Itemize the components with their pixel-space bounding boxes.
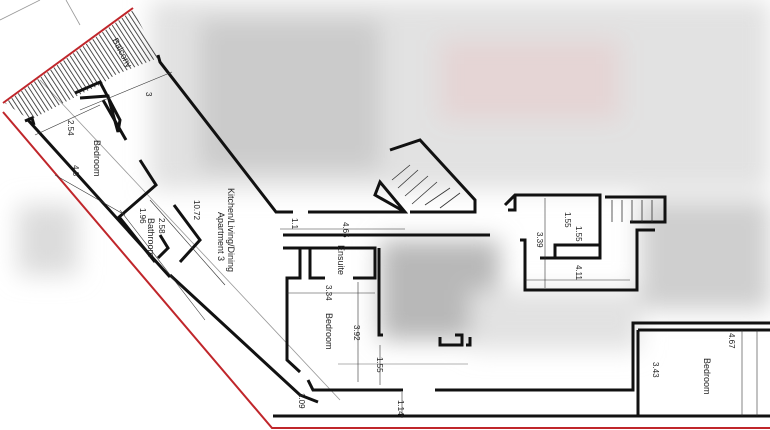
- boundary-line: [2, 111, 770, 429]
- stairs: [391, 164, 653, 222]
- dim-1-09: 1.09: [297, 393, 306, 409]
- dim-10-72: 10.72: [192, 200, 201, 221]
- dim-3-34: 3.34: [324, 285, 333, 301]
- dim-4-8: 4.8: [71, 165, 80, 177]
- room-label-kitchen: Kitchen/Living/Dining: [226, 188, 236, 272]
- dim-3-39: 3.39: [535, 232, 544, 248]
- dim-1-55-a: 1.55: [375, 357, 384, 373]
- dim-3-43: 3.43: [651, 362, 660, 378]
- room-label-bedroom-center: Bedroom: [324, 313, 334, 350]
- dim-1-55-c: 1.55: [574, 226, 583, 242]
- balcony-hatch: [5, 10, 158, 120]
- dim-2-58: 2.58: [157, 218, 166, 234]
- dim-4-67: 4.67: [727, 333, 736, 349]
- room-label-apartment: Apartment 3: [216, 212, 226, 261]
- dim-1-55-b: 1.55: [563, 212, 572, 228]
- dim-1-96: 1.96: [138, 208, 147, 224]
- dim-1-14: 1.14: [396, 400, 405, 416]
- room-label-bathroom: Bathroom: [146, 218, 156, 257]
- walls: [24, 54, 770, 418]
- room-label-ensuite: Ensuite: [336, 245, 346, 275]
- room-label-bedroom-left: Bedroom: [92, 140, 102, 177]
- dim-4-11: 4.11: [574, 265, 583, 281]
- dim-3-92: 3.92: [352, 325, 361, 341]
- dimension-lines: [34, 71, 758, 418]
- dimension-labels: 3 2.54 4.8 1.96 2.58 10.72 1.1 4.65 3.34…: [66, 92, 736, 416]
- blurred-region: [18, 0, 770, 350]
- dim-3: 3: [144, 92, 153, 97]
- site-lines: [0, 0, 468, 401]
- dim-2-54: 2.54: [66, 120, 75, 136]
- dim-1-1: 1.1: [290, 218, 299, 230]
- room-label-bedroom-right: Bedroom: [702, 358, 712, 395]
- dim-4-65: 4.65: [341, 222, 350, 238]
- boundary-line: [2, 7, 134, 104]
